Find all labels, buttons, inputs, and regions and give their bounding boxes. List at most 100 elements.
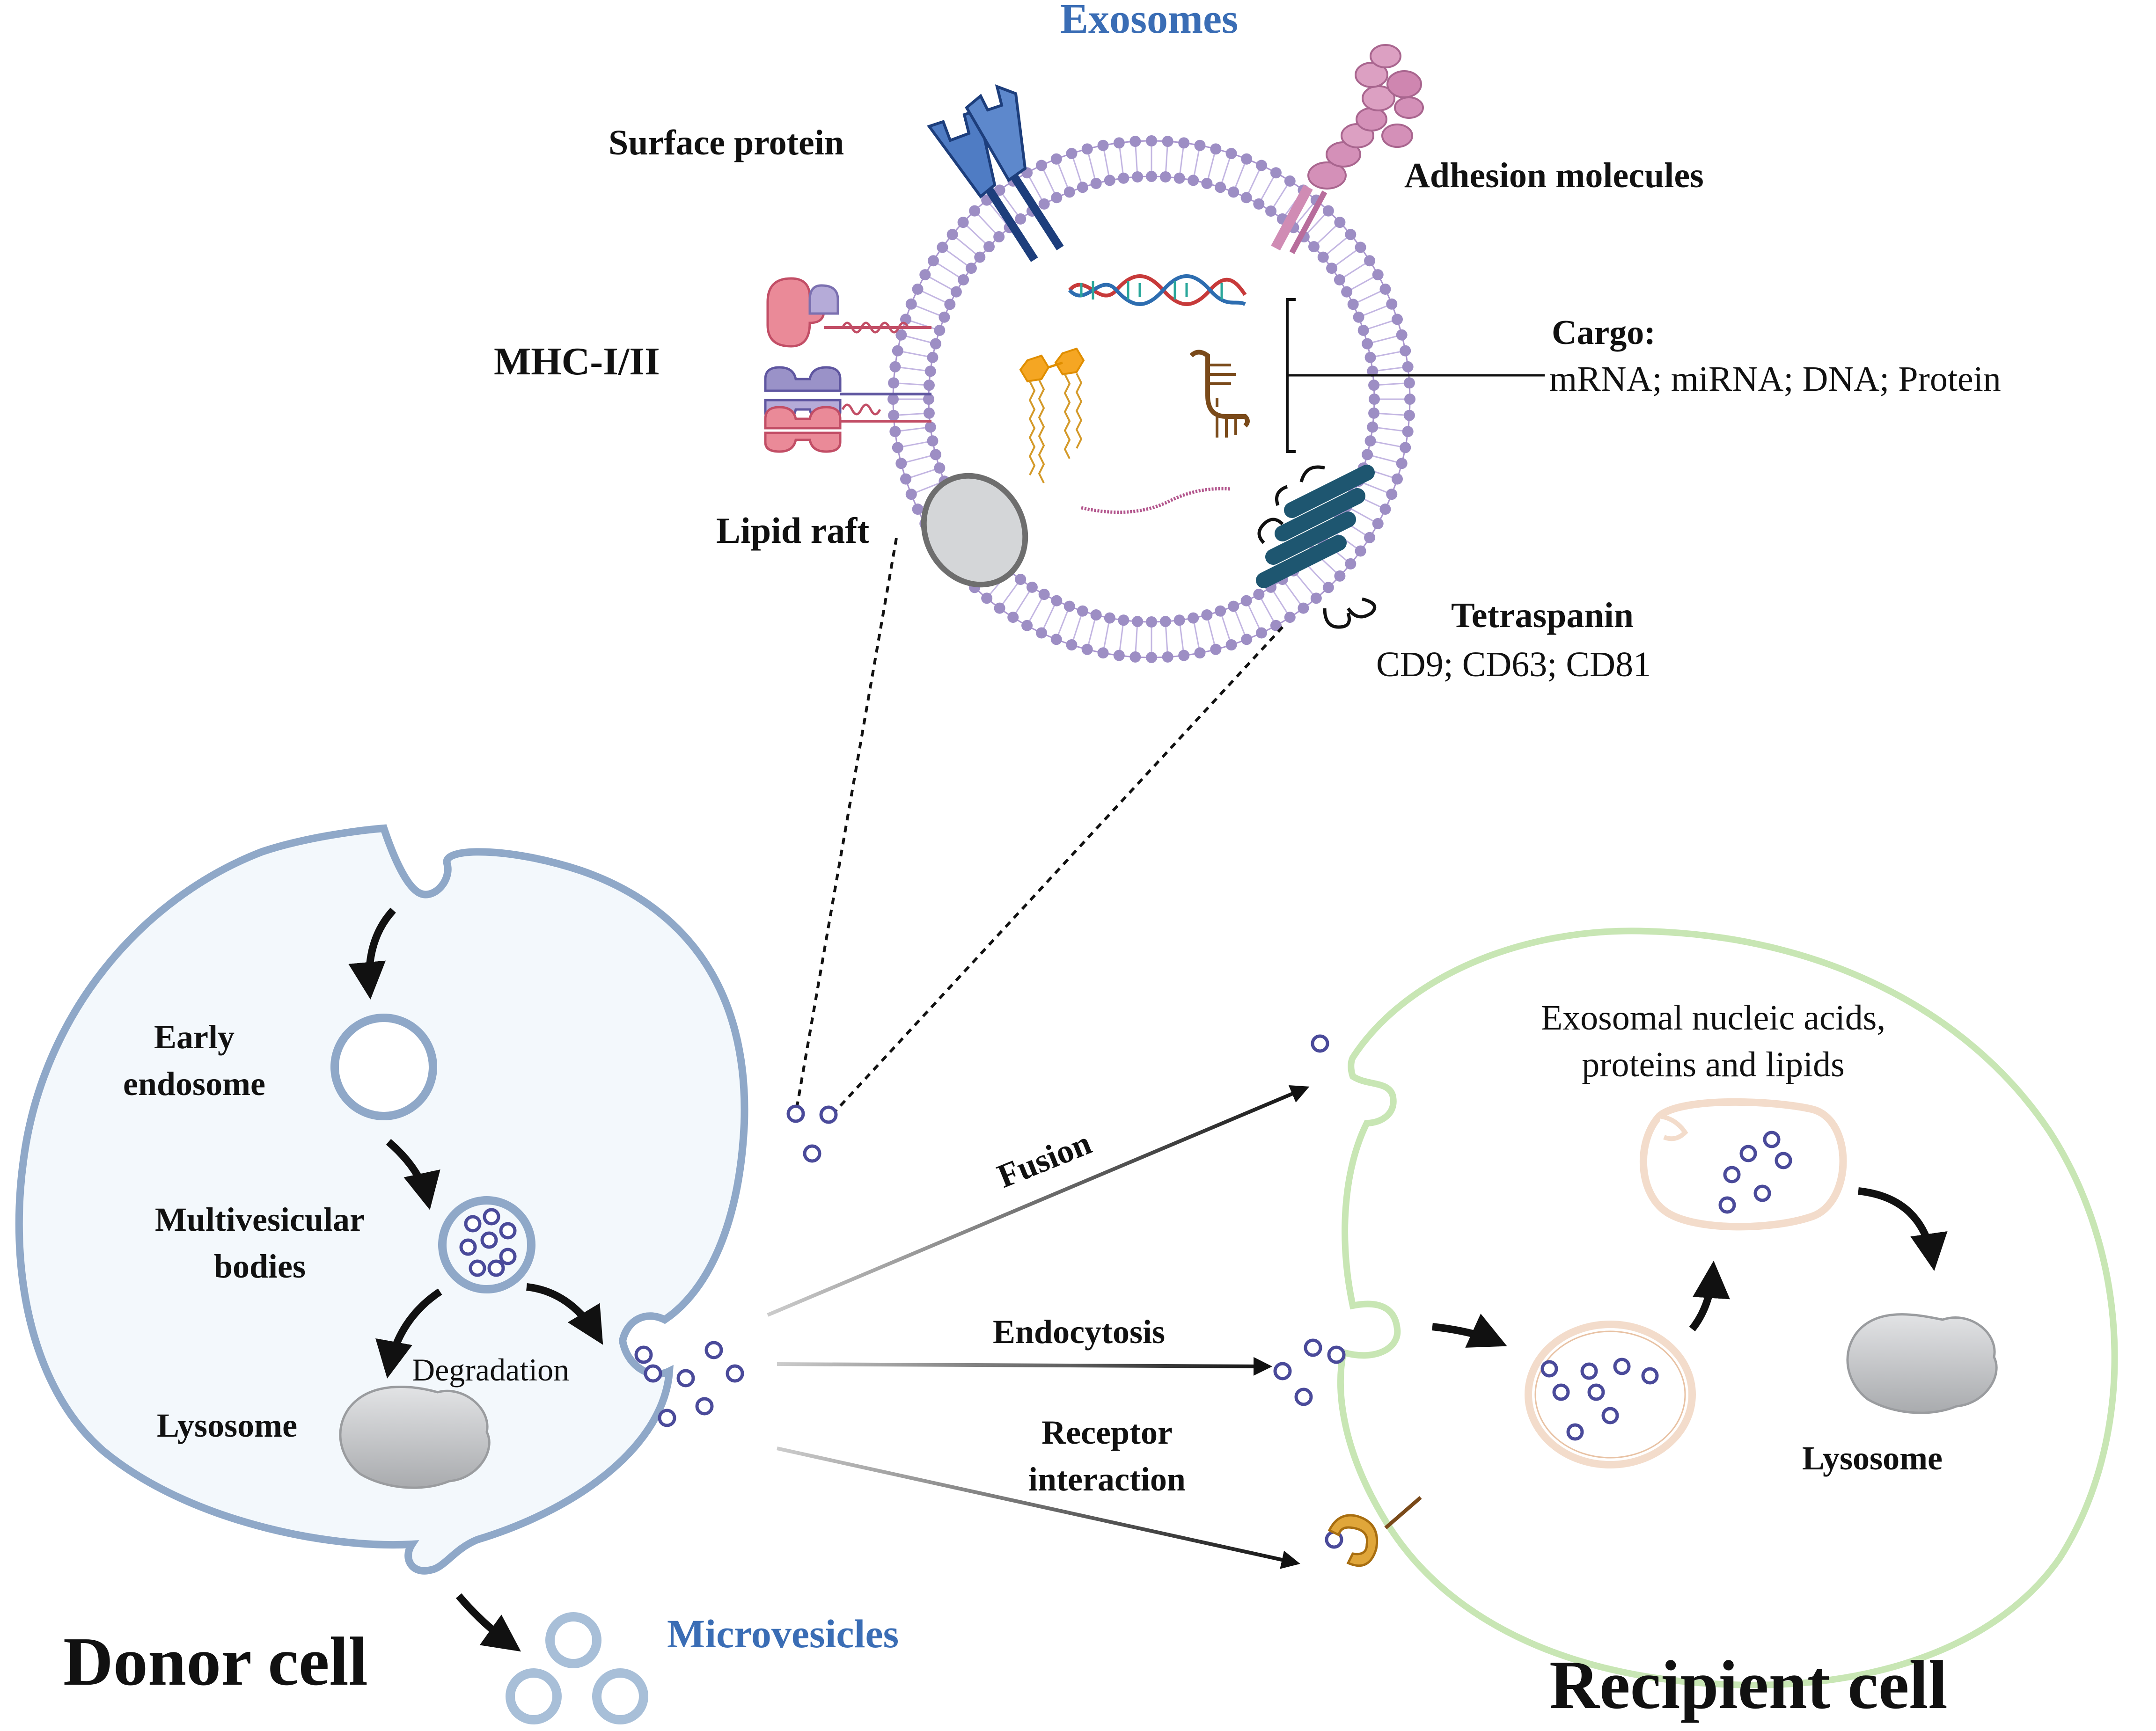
lipid-tail (934, 261, 962, 280)
lipid-head-outer (1035, 627, 1047, 639)
lipid-head-inner (1104, 612, 1115, 624)
lipid-tail (1324, 235, 1350, 257)
degradation-label: Degradation (412, 1352, 569, 1388)
lipid-head-inner (1146, 171, 1157, 182)
lipid-head-inner (934, 324, 946, 336)
lipid-tail (943, 248, 970, 268)
dna-icon (1068, 274, 1247, 306)
lipid-head-outer (889, 361, 901, 372)
lipid-tail (1369, 335, 1401, 344)
lipid-tail (1056, 607, 1070, 638)
donor-lysosome-label: Lysosome (157, 1407, 297, 1444)
lipid-head-outer (1396, 329, 1408, 341)
lipid-head-inner (1367, 421, 1379, 433)
cargo-bracket (1286, 298, 1545, 453)
lipid-tail (1206, 616, 1216, 648)
lipid-head-outer (1404, 394, 1415, 405)
lipid-tail (1360, 304, 1391, 317)
lipid-head-outer (1113, 650, 1125, 661)
lipid-tail (964, 223, 989, 246)
tetraspanin-title: Tetraspanin (1451, 596, 1634, 635)
lipid-head-outer (1194, 647, 1206, 659)
donor-cell-title: Donor cell (63, 1623, 368, 1700)
lipid-head-inner (1369, 394, 1380, 405)
lipid-head-outer (1007, 612, 1019, 623)
lipid-head-outer (892, 442, 903, 453)
lipid-head-outer (1364, 255, 1376, 267)
lipid-tail (907, 319, 938, 331)
lipid-head-outer (1379, 504, 1391, 515)
lipid-head-outer (1162, 136, 1173, 147)
tetraspanin-icon (1256, 465, 1377, 629)
adhesion-molecules-label: Adhesion molecules (1404, 156, 1704, 195)
lipid-tail (1102, 147, 1110, 179)
lipid-head-inner (1077, 605, 1088, 617)
lipid-head-outer (1402, 426, 1414, 438)
lipid-head-inner (1051, 595, 1063, 606)
lipid-head-outer (892, 345, 903, 357)
lipid-head-inner (1326, 263, 1338, 274)
lipid-molecules-icon (1019, 347, 1085, 483)
lipid-head-inner (1228, 186, 1239, 198)
lipid-tail (1233, 607, 1247, 638)
lipid-head-outer (1050, 634, 1062, 645)
early-endosome-icon (330, 1014, 437, 1120)
lipid-head-outer (1284, 612, 1296, 623)
lipid-head-outer (969, 205, 981, 217)
lipid-tail (897, 366, 929, 372)
receptor-interaction-arrow (777, 1446, 1300, 1569)
lipid-tail (1233, 160, 1247, 191)
lipid-head-outer (1386, 489, 1398, 500)
lipid-head-inner (930, 338, 941, 350)
mhc-label: MHC-I/II (494, 340, 660, 383)
lipid-head-inner (1173, 172, 1185, 184)
lipid-tail (1027, 595, 1044, 624)
lipid-tail (1041, 167, 1056, 197)
lipid-raft-label: Lipid raft (716, 510, 869, 551)
lipid-head-inner (927, 351, 939, 363)
lipid-head-outer (1097, 139, 1109, 151)
lipid-head-inner (1051, 192, 1063, 204)
lipid-head-inner (1253, 589, 1265, 600)
lipid-tail (1087, 150, 1097, 182)
lipid-head-outer (1334, 570, 1346, 582)
lipid-head-outer (1210, 643, 1222, 655)
lipid-head-inner (1015, 213, 1027, 225)
zoom-lines (794, 538, 1284, 1117)
lipid-head-outer (1035, 160, 1047, 171)
lipid-head-inner (1077, 182, 1088, 193)
lipid-head-outer (895, 329, 907, 341)
lipid-head-outer (1256, 160, 1268, 171)
lipid-head-outer (994, 184, 1005, 196)
lipid-tail (1118, 622, 1124, 654)
lipid-head-inner (1357, 324, 1369, 336)
lipid-head-inner (1201, 609, 1213, 621)
lipid-head-inner (1240, 192, 1252, 204)
lipid-head-outer (1270, 167, 1282, 179)
surface-protein-icon (927, 84, 1064, 262)
recipient-late-endosome-icon (1639, 1098, 1847, 1231)
lipid-head-outer (927, 255, 939, 267)
lipid-head-inner (958, 274, 969, 285)
lipid-tail (1027, 174, 1044, 203)
receptor-label-line2: interaction (1028, 1461, 1186, 1498)
lipid-tail (1354, 289, 1384, 304)
receptor-label-line1: Receptor (1041, 1414, 1173, 1451)
lipid-head-inner (1240, 595, 1252, 606)
lipid-tail (1341, 261, 1369, 280)
lipid-tail (1071, 155, 1083, 186)
lipid-head-outer (900, 473, 912, 485)
lipid-head-outer (1403, 377, 1415, 389)
lipid-head-outer (1146, 135, 1157, 146)
lipid-tail (1071, 613, 1083, 643)
lipid-tail (1193, 620, 1201, 651)
lipid-head-inner (1317, 251, 1329, 263)
lipid-tail (895, 412, 928, 416)
lipid-tail (902, 454, 934, 464)
lipid-head-outer (1379, 283, 1391, 295)
adhesion-molecule-icon (1271, 44, 1424, 254)
lipid-head-outer (1322, 582, 1334, 593)
lipid-head-inner (965, 263, 977, 274)
lipid-head-outer (1162, 651, 1173, 663)
lipid-head-inner (1368, 380, 1380, 391)
